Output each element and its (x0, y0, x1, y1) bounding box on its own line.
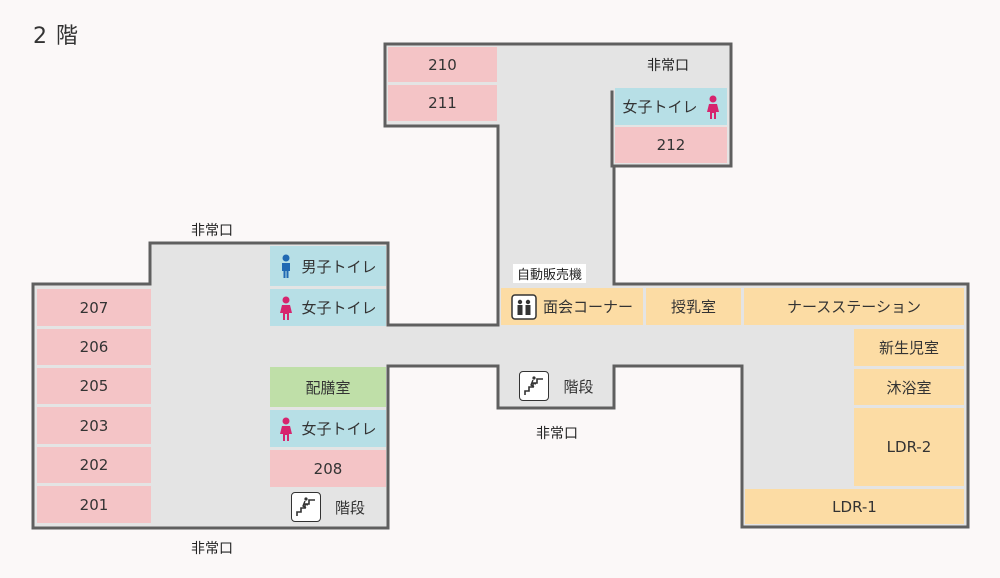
pantry[interactable]: 配膳室 (270, 367, 386, 407)
room-label: 女子トイレ (622, 98, 698, 116)
exit-left-upper: 非常口 (191, 223, 233, 239)
exit-top-right: 非常口 (647, 58, 689, 74)
toilet-men[interactable]: 男子トイレ (270, 246, 386, 286)
room-label: 203 (79, 416, 109, 435)
toilet-women-low[interactable]: 女子トイレ (270, 410, 386, 447)
stairs-icon (290, 492, 321, 522)
room-label: 階段 (334, 498, 365, 517)
room-201[interactable]: 201 (37, 486, 151, 523)
room-label: 206 (79, 338, 109, 356)
floor-title: 2 階 (33, 24, 79, 49)
room-label: 配膳室 (305, 378, 351, 397)
female-person-icon (706, 95, 719, 119)
room-label: 205 (79, 377, 109, 395)
toilet-women-top[interactable]: 女子トイレ (615, 88, 727, 125)
exit-bottom-left: 非常口 (191, 541, 233, 557)
room-label: 女子トイレ (301, 420, 377, 438)
meeting-corner[interactable]: 面会コーナー (501, 288, 643, 325)
room-label: 210 (428, 55, 457, 74)
room-207[interactable]: 207 (37, 289, 151, 326)
nurse-station[interactable]: ナースステーション (744, 288, 964, 325)
room-label: LDR-2 (886, 438, 932, 456)
bath-room[interactable]: 沐浴室 (854, 369, 964, 405)
room-label: 211 (428, 94, 457, 112)
room-202[interactable]: 202 (37, 447, 151, 483)
newborn-room[interactable]: 新生児室 (854, 329, 964, 366)
nursing-room[interactable]: 授乳室 (646, 288, 741, 325)
room-label: 208 (313, 459, 343, 478)
stairs-icon (519, 371, 550, 401)
room-label: 沐浴室 (886, 378, 932, 397)
female-person-icon (280, 417, 293, 441)
ldr-1[interactable]: LDR-1 (745, 489, 964, 524)
ldr-2[interactable]: LDR-2 (854, 408, 964, 486)
room-label: 男子トイレ (301, 257, 377, 276)
room-label: 202 (79, 456, 109, 474)
stairs-left[interactable]: 階段 (270, 489, 386, 525)
toilet-women-mid[interactable]: 女子トイレ (270, 289, 386, 326)
room-210[interactable]: 210 (388, 47, 497, 82)
room-label: 階段 (563, 377, 594, 396)
vending-machine-label: 自動販売機 (513, 264, 587, 283)
meeting-people-icon (511, 293, 537, 320)
stairs-center[interactable]: 階段 (501, 366, 612, 406)
male-person-icon (282, 254, 291, 278)
building-outline (31, 42, 970, 530)
room-205[interactable]: 205 (37, 368, 151, 404)
room-label: 授乳室 (670, 298, 716, 316)
room-label: 212 (656, 136, 686, 154)
room-label: ナースステーション (787, 298, 921, 316)
room-label: 207 (79, 298, 109, 317)
exit-center-bottom: 非常口 (536, 426, 578, 442)
room-208[interactable]: 208 (270, 450, 386, 487)
room-211[interactable]: 211 (388, 85, 497, 121)
room-203[interactable]: 203 (37, 407, 151, 444)
room-label: 新生児室 (878, 339, 939, 357)
room-label: LDR-1 (832, 497, 877, 516)
room-206[interactable]: 206 (37, 329, 151, 365)
room-label: 面会コーナー (542, 298, 633, 316)
room-label: 女子トイレ (301, 299, 377, 317)
female-person-icon (280, 296, 293, 320)
room-label: 201 (79, 495, 109, 514)
room-212[interactable]: 212 (615, 127, 727, 163)
top-right-wing-fill (600, 45, 614, 91)
